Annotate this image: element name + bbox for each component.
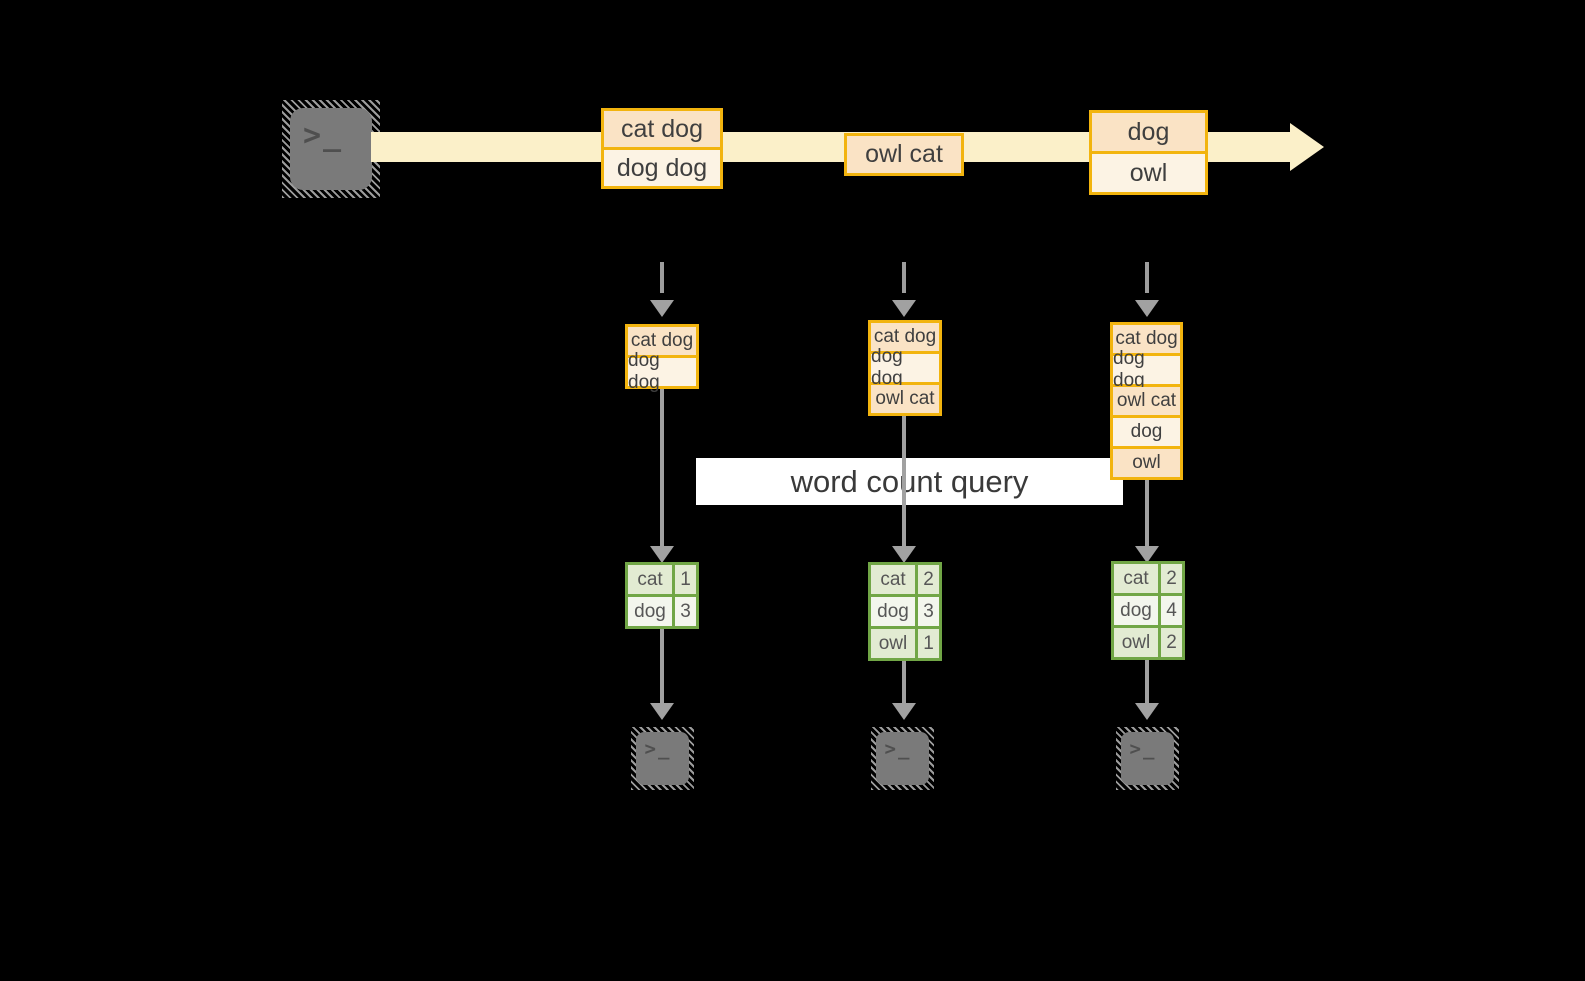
count-value: 2 <box>1161 628 1182 657</box>
count-table-3: cat 2 dog 4 owl 2 <box>1111 561 1185 660</box>
count-value: 3 <box>918 597 939 626</box>
count-value: 3 <box>675 597 696 626</box>
terminal-screen: >_ <box>289 107 373 191</box>
query-arrow-line <box>1145 478 1149 548</box>
count-word: dog <box>628 597 672 626</box>
record-line: cat dog <box>604 111 720 147</box>
count-word: cat <box>628 565 672 594</box>
count-table-1: cat 1 dog 3 <box>625 562 699 629</box>
output-terminal-icon-1: >_ <box>631 727 694 790</box>
terminal-prompt-glyph: >_ <box>1129 738 1157 761</box>
count-word: dog <box>1114 596 1158 625</box>
count-word: dog <box>871 597 915 626</box>
ingest-arrow-line <box>1145 262 1149 293</box>
output-arrow-line <box>902 661 906 705</box>
count-word: owl <box>871 629 915 658</box>
buffer-line: dog dog <box>871 346 939 389</box>
record-line: dog <box>1092 113 1205 151</box>
source-terminal-icon: >_ <box>282 100 380 198</box>
record-line: dog dog <box>604 150 720 186</box>
buffer-line: cat dog <box>628 327 696 355</box>
count-value: 1 <box>675 565 696 594</box>
count-table-2: cat 2 dog 3 owl 1 <box>868 562 942 661</box>
count-value: 2 <box>918 565 939 594</box>
buffer-line: dog dog <box>1113 348 1180 391</box>
stream-record-1: cat dog dog dog <box>601 108 723 189</box>
query-label: word count query <box>790 463 1029 499</box>
stream-record-2: owl cat <box>844 133 964 176</box>
output-arrowhead <box>650 703 674 720</box>
count-value: 2 <box>1161 564 1182 593</box>
query-arrow-line <box>902 414 906 548</box>
buffer-stack-2: cat dog dog dog owl cat <box>868 320 942 416</box>
buffer-stack-3: cat dog dog dog owl cat dog owl <box>1110 322 1183 480</box>
count-word: cat <box>1114 564 1158 593</box>
ingest-arrowhead <box>1135 300 1159 317</box>
query-arrowhead <box>892 546 916 563</box>
count-value: 1 <box>918 629 939 658</box>
buffer-line: cat dog <box>1113 325 1180 353</box>
terminal-prompt-glyph: >_ <box>644 738 672 761</box>
buffer-line: owl cat <box>1113 387 1180 415</box>
terminal-prompt-glyph: >_ <box>303 117 344 153</box>
buffer-stack-1: cat dog dog dog <box>625 324 699 393</box>
output-terminal-icon-2: >_ <box>871 727 934 790</box>
ingest-arrow-line <box>902 262 906 293</box>
terminal-screen: >_ <box>876 732 929 785</box>
terminal-screen: >_ <box>1121 732 1174 785</box>
ingest-arrow-line <box>660 262 664 293</box>
query-arrowhead <box>1135 546 1159 563</box>
count-word: owl <box>1114 628 1158 657</box>
query-arrowhead <box>650 546 674 563</box>
buffer-line: cat dog <box>871 323 939 351</box>
ingest-arrowhead <box>650 300 674 317</box>
stream-arrowhead <box>1290 123 1324 171</box>
buffer-line: owl <box>1113 449 1180 477</box>
ingest-arrowhead <box>892 300 916 317</box>
query-label-box: word count query <box>696 458 1123 505</box>
terminal-prompt-glyph: >_ <box>884 738 912 761</box>
count-value: 4 <box>1161 596 1182 625</box>
buffer-line: dog <box>1113 418 1180 446</box>
terminal-screen: >_ <box>636 732 689 785</box>
output-terminal-icon-3: >_ <box>1116 727 1179 790</box>
output-arrow-line <box>660 629 664 705</box>
buffer-line: dog dog <box>628 350 696 393</box>
query-arrow-line <box>660 387 664 548</box>
record-line: owl cat <box>847 136 961 173</box>
record-line: owl <box>1092 154 1205 192</box>
count-word: cat <box>871 565 915 594</box>
buffer-line: owl cat <box>871 385 939 413</box>
stream-record-3: dog owl <box>1089 110 1208 195</box>
output-arrowhead <box>1135 703 1159 720</box>
output-arrow-line <box>1145 660 1149 705</box>
output-arrowhead <box>892 703 916 720</box>
